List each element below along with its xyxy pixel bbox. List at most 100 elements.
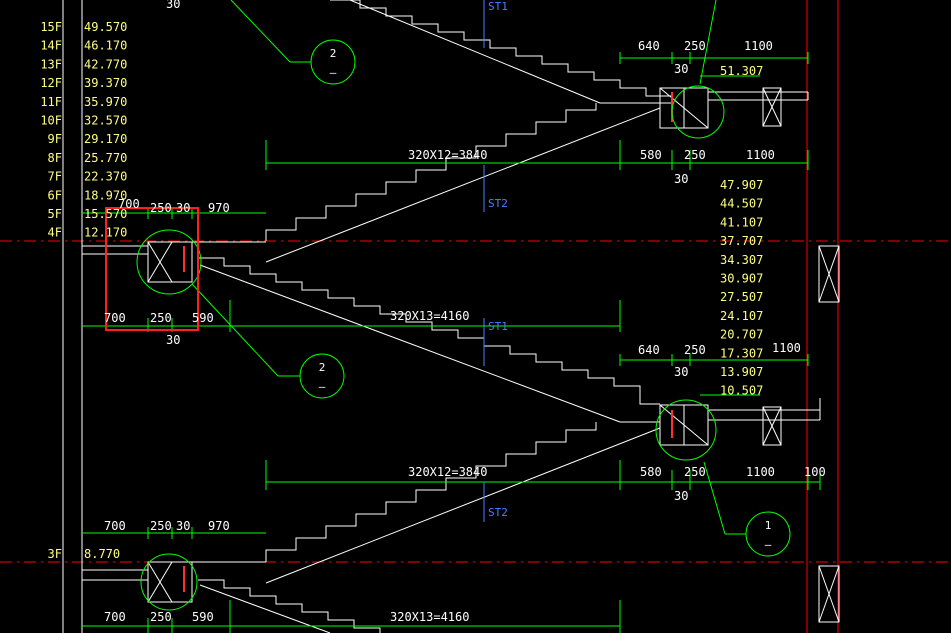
floor-name: 8F	[48, 151, 62, 165]
right-elevation: 47.907	[720, 178, 763, 192]
right-elevation: 37.707	[720, 234, 763, 248]
dim-250-left-mid: 250	[150, 311, 172, 325]
floor-elevation: 29.170	[84, 132, 127, 146]
dim-1100-upper: 1100	[744, 39, 773, 53]
floor-3-label: 3F 8.770	[48, 547, 121, 561]
dim-30-lower-b: 30	[674, 489, 688, 503]
floor-name: 9F	[48, 132, 62, 146]
landing-left-lower	[82, 561, 266, 603]
right-elevation: 17.307	[720, 346, 763, 360]
floor-name: 5F	[48, 207, 62, 221]
dim-1100-lower-b: 1100	[746, 465, 775, 479]
floor-name: 13F	[40, 57, 62, 71]
landing-right-lower	[659, 398, 821, 446]
dim-580-lower: 580	[640, 465, 662, 479]
dimension-lines	[82, 52, 821, 633]
callout-2-top-sub: —	[330, 66, 337, 79]
landing-right-upper	[659, 87, 809, 129]
landing-left-upper	[82, 241, 266, 283]
floor-elevation: 18.970	[84, 188, 127, 202]
top-elevation: 51.307	[720, 64, 763, 78]
floor-name: 12F	[40, 76, 62, 90]
callout-2-top: 2	[330, 47, 337, 60]
floor-name: 6F	[48, 188, 62, 202]
dim-flight-12-lower: 320X12=3840	[408, 465, 487, 479]
left-wall-lines	[62, 0, 83, 633]
dim-700-left-mid: 700	[104, 311, 126, 325]
dim-100-lower: 100	[804, 465, 826, 479]
right-elevation: 41.107	[720, 215, 763, 229]
floor-elevation: 39.370	[84, 76, 127, 90]
right-elevation: 34.307	[720, 253, 763, 267]
floor-elevation: 46.170	[84, 39, 127, 53]
section-labels: ST1 ST2 ST1 ST2	[488, 0, 508, 519]
stair-flight-st2-lower	[265, 422, 661, 584]
section-st1-top: ST1	[488, 0, 508, 13]
floor-name: 10F	[40, 114, 62, 128]
dim-30-left-mid: 30	[166, 333, 180, 347]
dim-30-upper-b: 30	[674, 172, 688, 186]
dim-30-upper: 30	[674, 62, 688, 76]
dim-250-lower-b: 250	[684, 465, 706, 479]
dim-flight-13-mid: 320X13=4160	[390, 309, 469, 323]
callout-texts: 2 — 2 — 1 —	[319, 47, 772, 551]
dim-250-left-last: 250	[150, 610, 172, 624]
callout-2-mid-sub: —	[319, 380, 326, 393]
dim-30-top: 30	[166, 0, 180, 11]
floor-name: 15F	[40, 20, 62, 34]
section-st1-mid: ST1	[488, 320, 508, 333]
floor-name: 14F	[40, 39, 62, 53]
floor-elevation: 42.770	[84, 57, 127, 71]
section-st2-lower: ST2	[488, 506, 508, 519]
dim-700-left-last: 700	[104, 610, 126, 624]
floor-elevation: 25.770	[84, 151, 127, 165]
dim-590-left-mid: 590	[192, 311, 214, 325]
right-elevation-list: 47.907 44.507 41.107 37.707 34.307 30.907 27.5…	[720, 178, 763, 398]
dim-970-left-top: 970	[208, 201, 230, 215]
dim-970-left-bottom: 970	[208, 519, 230, 533]
right-column-boxes	[818, 245, 840, 623]
floor-elevation: 32.570	[84, 114, 127, 128]
dim-30-lower: 30	[674, 365, 688, 379]
floor-elevation: 49.570	[84, 20, 127, 34]
callout-2-mid: 2	[319, 361, 326, 374]
dim-590-left-last: 590	[192, 610, 214, 624]
right-elevation: 20.707	[720, 328, 763, 342]
right-axis-lines	[806, 0, 839, 633]
right-elevation: 10.507	[720, 384, 763, 398]
floor-elevation: 35.970	[84, 95, 127, 109]
dim-640-upper: 640	[638, 39, 660, 53]
right-elevation: 30.907	[720, 272, 763, 286]
right-elevation: 13.907	[720, 365, 763, 379]
dim-flight-12-upper: 320X12=3840	[408, 148, 487, 162]
detail-circles	[136, 0, 791, 611]
selection-box[interactable]	[105, 207, 199, 331]
floor-elevation: 15.570	[84, 207, 127, 221]
floor-name: 4F	[48, 226, 62, 240]
section-st2-upper: ST2	[488, 197, 508, 210]
dim-640-lower: 640	[638, 343, 660, 357]
dim-250-left-top: 250	[150, 201, 172, 215]
callout-1: 1	[765, 519, 772, 532]
floor-3-elevation: 8.770	[84, 547, 120, 561]
dim-30-left-bottom: 30	[176, 519, 190, 533]
dim-1100-upper-b: 1100	[746, 148, 775, 162]
dim-250-upper-b: 250	[684, 148, 706, 162]
dimension-texts: 30 640 250 1100 30 320X12=3840 580 250 1…	[104, 0, 826, 624]
floor-3-name: 3F	[48, 547, 62, 561]
floor-elevation-list: 15F 49.570 14F 46.170 13F 42.770 12F 39.370 11F 3…	[40, 20, 127, 240]
axis-lines	[0, 240, 951, 563]
dim-flight-13-bottom: 320X13=4160	[390, 610, 469, 624]
stair-flight-st1-bottom	[198, 579, 381, 633]
right-elevation: 44.507	[720, 197, 763, 211]
dim-1100-lower: 1100	[772, 341, 801, 355]
right-elevation: 27.507	[720, 290, 763, 304]
right-elevation: 24.107	[720, 309, 763, 323]
dim-580-upper: 580	[640, 148, 662, 162]
dim-30-left-top: 30	[176, 201, 190, 215]
callout-1-sub: —	[765, 538, 772, 551]
dim-250-upper: 250	[684, 39, 706, 53]
floor-elevation: 22.370	[84, 170, 127, 184]
floor-name: 11F	[40, 95, 62, 109]
